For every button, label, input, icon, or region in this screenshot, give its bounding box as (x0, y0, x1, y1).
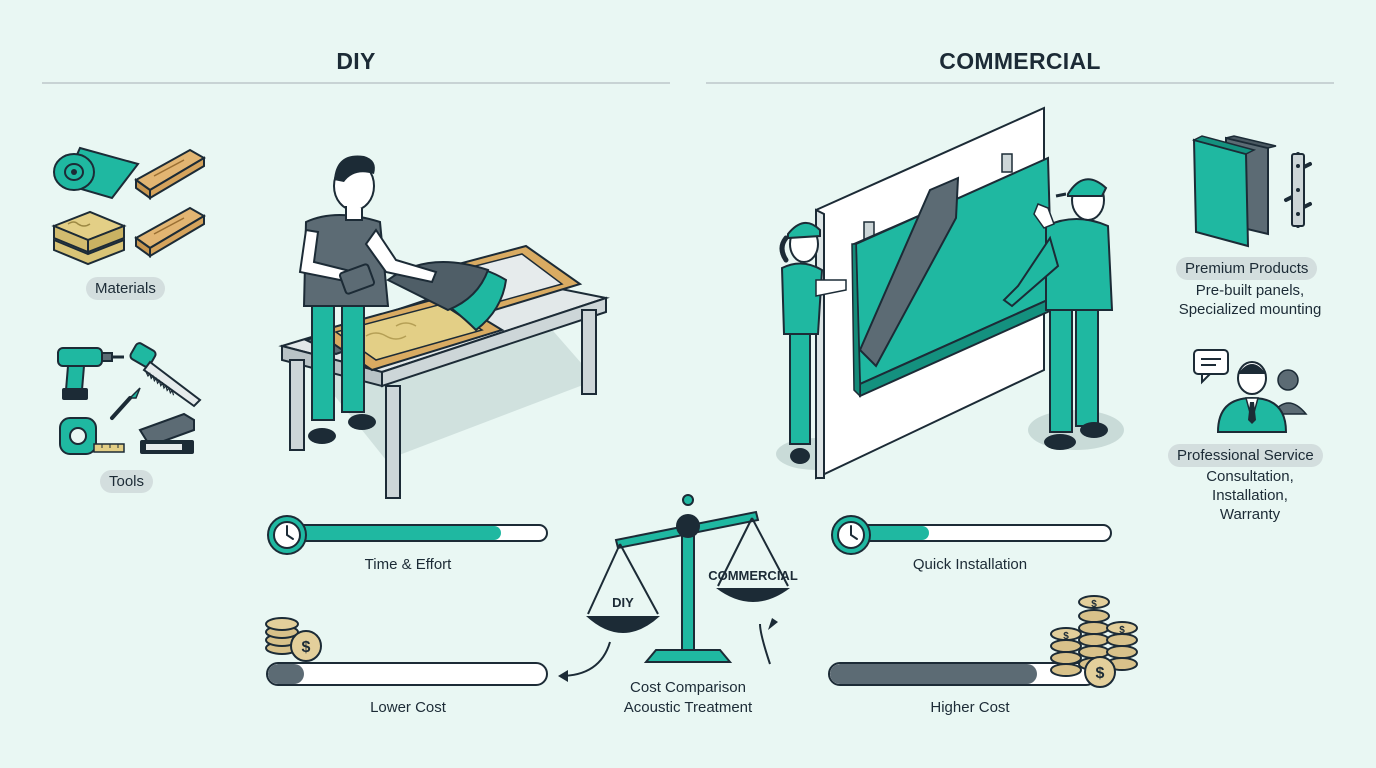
acoustic-panel-icon (1191, 135, 1277, 248)
diy-heading-rule (42, 82, 670, 84)
premium-products-note-line1: Pre-built panels, (1195, 282, 1305, 299)
premium-products-label: Premium Products (1176, 257, 1318, 280)
hand-saw-icon (129, 342, 202, 408)
diy-time-effort-bar (292, 524, 548, 542)
consultant-icon (1216, 361, 1308, 433)
mounting-bracket-icon (1284, 152, 1312, 228)
professional-service-note-line2: Installation, (1212, 487, 1288, 504)
wood-boards-icon (134, 148, 206, 200)
svg-text:$: $ (1091, 599, 1097, 610)
commercial-quick-installation-fill (858, 526, 929, 540)
commercial-higher-cost-label: Higher Cost (930, 699, 1010, 716)
diy-worker-illustration (278, 155, 610, 499)
svg-text:$: $ (1119, 625, 1125, 636)
coin-stack-icon: $ $ $ $ (1050, 595, 1138, 688)
power-drill-icon (57, 347, 124, 400)
svg-text:$: $ (302, 639, 311, 656)
clock-icon (831, 515, 871, 555)
tape-measure-icon (59, 417, 125, 455)
commercial-installers-illustration (776, 106, 1124, 480)
diy-time-effort-label: Time & Effort (364, 556, 452, 573)
diy-heading: DIY (336, 48, 376, 74)
diy-time-effort-fill (294, 526, 501, 540)
diy-cost-fill (268, 664, 305, 684)
scale-right-pan-label: COMMERCIAL (708, 568, 798, 583)
scale-left-pan-label: DIY (612, 595, 634, 610)
wood-boards-icon (134, 206, 206, 258)
commercial-cost-fill (830, 664, 1038, 684)
commercial-quick-installation-bar (856, 524, 1112, 542)
svg-text:$: $ (1063, 631, 1069, 642)
staple-gun-icon (138, 412, 195, 454)
commercial-heading: COMMERCIAL (939, 48, 1101, 74)
professional-service-note-line3: Warranty (1219, 506, 1281, 523)
diy-cost-bar (266, 662, 548, 686)
svg-text:$: $ (1096, 665, 1105, 682)
professional-service-label: Professional Service (1168, 444, 1323, 467)
chat-bubble-icon (1193, 349, 1229, 385)
balance-scale-icon (558, 494, 790, 682)
premium-products-note-line2: Specialized mounting (1178, 301, 1322, 318)
commercial-quick-installation-label: Quick Installation (912, 556, 1028, 573)
materials-label: Materials (86, 277, 165, 300)
insulation-batts-icon (51, 210, 127, 266)
commercial-heading-rule (706, 82, 1334, 84)
diy-lower-cost-label: Lower Cost (370, 699, 446, 716)
coin-stack-icon: $ (265, 617, 322, 662)
fabric-roll-icon (53, 146, 140, 200)
cost-comparison-caption-line1: Cost Comparison (630, 679, 746, 696)
cost-comparison-caption-line2: Acoustic Treatment (623, 699, 753, 716)
clock-icon (267, 515, 307, 555)
tools-label: Tools (100, 470, 154, 493)
professional-service-note-line1: Consultation, (1206, 468, 1294, 485)
utility-knife-icon (110, 387, 141, 420)
